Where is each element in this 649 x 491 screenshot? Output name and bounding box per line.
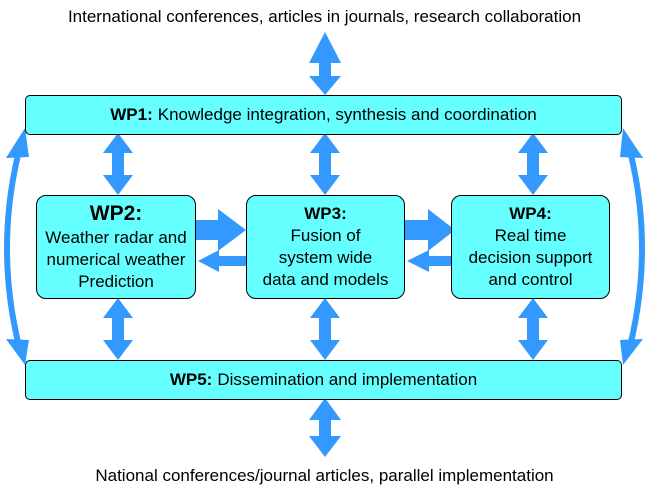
wp4-id: WP4:: [509, 204, 552, 223]
wp3-id: WP3:: [304, 204, 347, 223]
wp2-line-1: Weather radar and: [45, 228, 187, 247]
bottom-double-arrow: [309, 398, 341, 457]
wp2-box: WP2: Weather radar and numerical weather…: [36, 195, 196, 299]
top-caption: International conferences, articles in j…: [67, 7, 582, 26]
left-curve-head-top: [6, 128, 29, 158]
left-curve-head-bottom: [6, 339, 29, 365]
right-side-curve: [628, 154, 645, 343]
wp1-id: WP1:: [110, 105, 153, 124]
wp3-wp5-arrow: [310, 298, 340, 360]
wp2-line-2: numerical weather: [46, 250, 186, 269]
wp3-to-wp4-arrow: [405, 209, 455, 251]
left-side-curve: [4, 154, 21, 343]
wp1-text: Knowledge integration, synthesis and coo…: [157, 105, 537, 124]
wp1-wp3-arrow: [310, 133, 340, 195]
wp3-line-2: system wide: [278, 248, 373, 267]
wp4-to-wp3-arrow: [407, 250, 455, 272]
wp1-wp4-arrow: [518, 133, 548, 195]
wp2-id: WP2:: [89, 202, 143, 225]
wp5-id: WP5:: [169, 370, 213, 389]
bottom-caption: National conferences/journal articles, p…: [95, 466, 554, 485]
wp2-line-3: Prediction: [78, 272, 154, 291]
wp2-to-wp3-arrow: [196, 209, 246, 251]
wp3-box: WP3: Fusion of system wide data and mode…: [246, 195, 405, 299]
wp3-line-1: Fusion of: [290, 226, 361, 245]
wp3-line-3: data and models: [262, 270, 389, 289]
wp4-wp5-arrow: [518, 298, 548, 360]
wp5-text: Dissemination and implementation: [217, 370, 478, 389]
wp4-line-2: decision support: [468, 248, 593, 267]
wp5-box: WP5: Dissemination and implementation: [25, 360, 622, 400]
top-double-arrow: [309, 32, 341, 95]
wp2-wp5-arrow: [103, 298, 133, 360]
wp3-to-wp2-arrow: [198, 250, 246, 272]
wp4-line-1: Real time: [494, 226, 567, 245]
right-curve-head-bottom: [620, 339, 643, 365]
wp4-box: WP4: Real time decision support and cont…: [451, 195, 610, 299]
wp1-box: WP1: Knowledge integration, synthesis an…: [25, 95, 622, 135]
wp1-wp2-arrow: [103, 133, 133, 195]
wp4-line-3: and control: [488, 270, 573, 289]
right-curve-head-top: [620, 128, 643, 158]
